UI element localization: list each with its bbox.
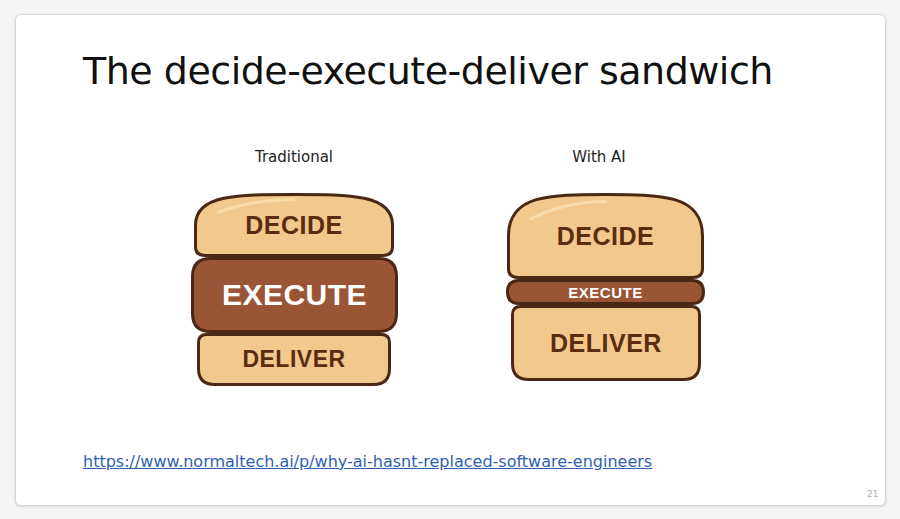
source-link: https://www.normaltech.ai/p/why-ai-hasnt… [83,452,652,471]
layer-label: DECIDE [194,193,394,257]
top-bun: DECIDE [507,193,704,279]
slide-card: The decide-execute-deliver sandwichTradi… [15,14,886,506]
layer-label: DELIVER [511,305,701,381]
execute-patty: EXECUTE [506,279,705,305]
column-heading: With AI [572,148,626,166]
top-bun: DECIDE [194,193,394,257]
layer-label: EXECUTE [191,257,398,333]
bun-highlight [218,199,294,212]
page-number: 21 [867,489,878,499]
bottom-bun: DELIVER [511,305,701,381]
execute-patty: EXECUTE [191,257,398,333]
layer-label: DECIDE [507,193,704,279]
column-heading: Traditional [255,148,333,166]
layer-label: DELIVER [197,333,391,386]
layer-label: EXECUTE [506,279,705,305]
bottom-bun: DELIVER [197,333,391,386]
slide-title: The decide-execute-deliver sandwich [83,49,773,93]
bun-highlight [531,202,606,219]
